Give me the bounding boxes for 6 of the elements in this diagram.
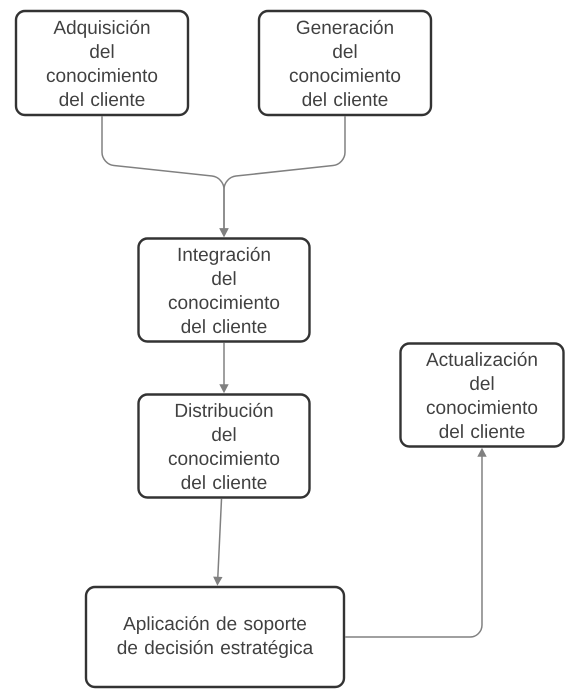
process-box: Generación del conocimiento del cliente <box>258 10 432 116</box>
process-box: Distribución del conocimiento del cliente <box>137 393 311 499</box>
process-box: Aplicación de soporte de decisión estratégica <box>84 586 346 688</box>
process-box: Adquisición del conocimiento del cliente <box>14 10 190 116</box>
process-box: Integración del conocimiento del cliente <box>137 237 311 343</box>
process-box: Actualización del conocimiento del cliente <box>399 342 565 448</box>
